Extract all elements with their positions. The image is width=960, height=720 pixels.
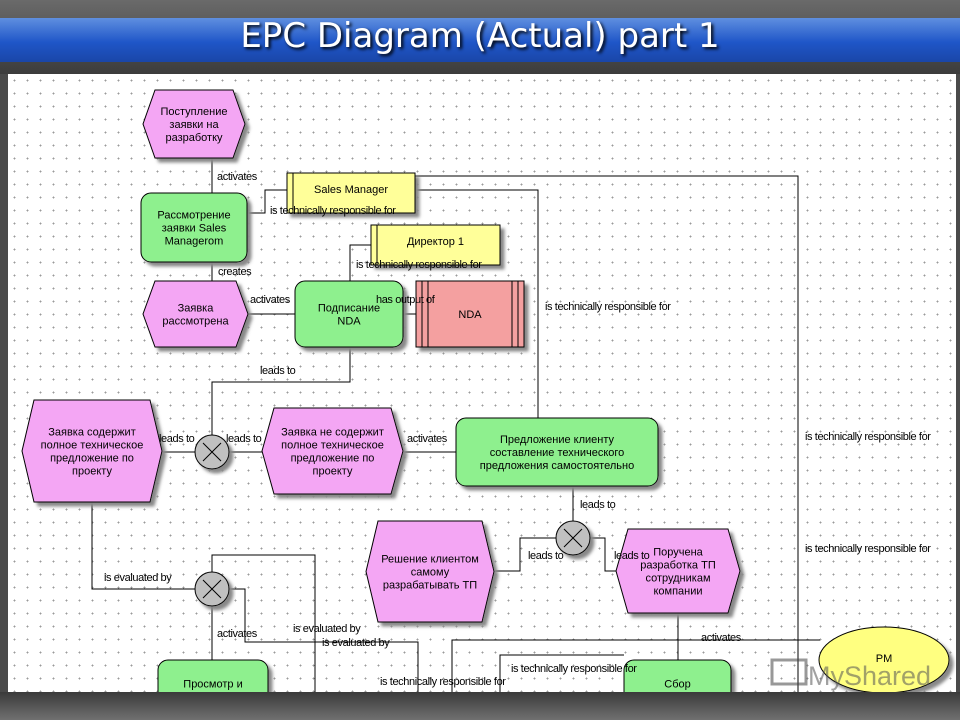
connection-line xyxy=(211,347,351,435)
document-nda xyxy=(415,280,525,348)
connection-label: leads to xyxy=(159,433,195,445)
function-label-f4: Просмотр иправка xyxy=(183,679,242,693)
connection-label: creates xyxy=(218,266,252,278)
connection-label: leads to xyxy=(260,365,296,377)
role-director xyxy=(370,224,501,266)
function-f2 xyxy=(294,280,404,348)
connection-label: activates xyxy=(217,171,258,183)
connection-label: is technically responsible for xyxy=(356,259,482,271)
connection-line xyxy=(211,554,316,692)
connection-label: is evaluated by xyxy=(104,572,172,584)
connection-label: activates xyxy=(701,632,742,644)
connection-label: leads to xyxy=(226,433,262,445)
role-label-sales_manager: Sales Manager xyxy=(314,184,388,196)
connection-label: activates xyxy=(217,628,258,640)
event-e6 xyxy=(615,528,741,614)
role-pm xyxy=(818,626,950,692)
connection-label: is technically responsible for xyxy=(805,543,931,555)
connection-label: is technically responsible for xyxy=(805,431,931,443)
function-f3 xyxy=(455,417,659,487)
function-f1 xyxy=(140,192,248,263)
connection-label: has output of xyxy=(376,294,436,306)
event-e5 xyxy=(365,520,495,623)
connection-line xyxy=(229,588,419,692)
xor-cross-icon xyxy=(202,442,222,462)
watermark-logo: MyShared xyxy=(770,658,931,691)
connection-label: leads to xyxy=(580,499,616,511)
event-e1 xyxy=(142,89,246,159)
function-label-f5: Сборнеформальных xyxy=(638,679,717,693)
role-sales_manager xyxy=(286,172,416,214)
role-label-director: Директор 1 xyxy=(407,236,464,248)
xor-cross-icon xyxy=(202,579,222,599)
connection-label: activates xyxy=(250,294,291,306)
connection-label: is technically responsible for xyxy=(511,663,637,675)
title-band xyxy=(0,18,960,62)
connection-line xyxy=(499,654,624,692)
connection-line xyxy=(91,502,195,590)
event-e2 xyxy=(142,280,249,348)
connection-label: is technically responsible for xyxy=(380,676,506,688)
connection-line xyxy=(349,244,371,281)
event-e4 xyxy=(261,407,404,495)
connection-label: is evaluated by xyxy=(322,637,390,649)
connection-label: leads to xyxy=(614,550,650,562)
connection-line xyxy=(247,189,287,214)
connection-line xyxy=(590,537,616,572)
function-f4 xyxy=(157,659,269,692)
page-title: EPC Diagram (Actual) part 1 xyxy=(240,16,720,56)
connection-label: is technically responsible for xyxy=(270,205,396,217)
bottom-bar xyxy=(0,692,960,720)
connection-line xyxy=(451,639,820,692)
svg-text:MyShared: MyShared xyxy=(808,661,931,691)
connection-line xyxy=(415,175,799,692)
connection-line xyxy=(415,189,539,418)
xor-cross-icon xyxy=(563,528,583,548)
event-e3 xyxy=(21,399,163,503)
connection-label: is technically responsible for xyxy=(545,301,671,313)
connection-label: is evaluated by xyxy=(293,623,361,635)
role-label-pm: PM xyxy=(876,653,893,665)
function-f5 xyxy=(623,659,732,692)
connection-line xyxy=(494,537,556,572)
connection-label: leads to xyxy=(528,550,564,562)
document-label-nda: NDA xyxy=(458,309,482,321)
connection-label: activates xyxy=(407,433,448,445)
